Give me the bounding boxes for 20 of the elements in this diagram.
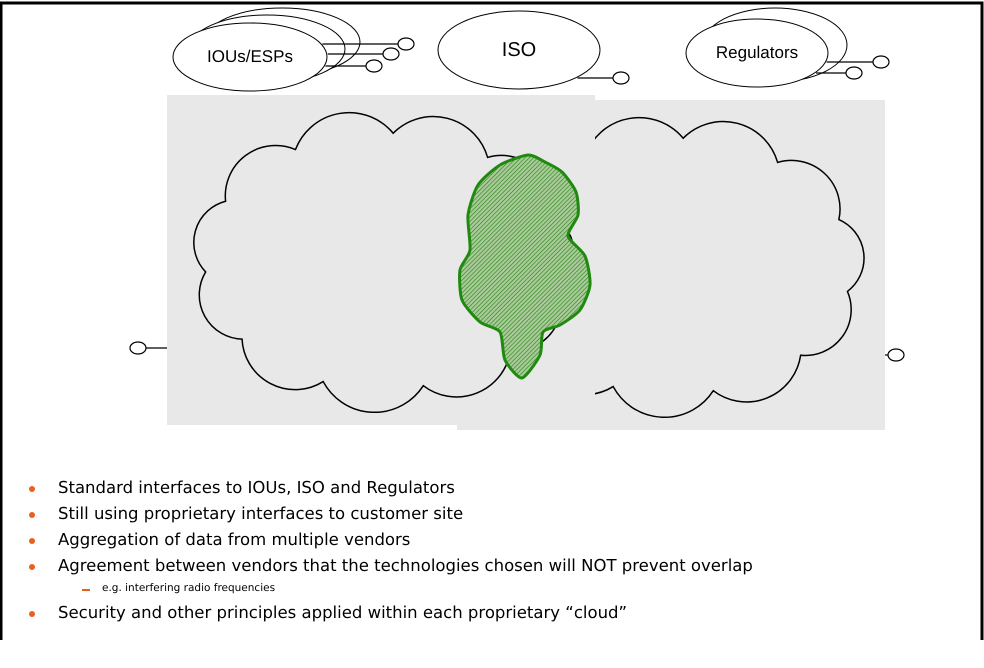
bullet-text: Security and other principles applied within each proprietary “cloud” [58,603,628,622]
bullet-text: Agreement between vendors that the technologies chosen will NOT prevent overlap [58,556,753,575]
ellipse-node [437,10,601,90]
interface-connector [328,47,400,61]
interface-connector [826,55,890,69]
interface-connector [578,71,630,85]
bullet-text: Standard interfaces to IOUs, ISO and Regulators [58,478,455,497]
node-label: IOUs/ESPs [207,47,293,67]
interface-connector [129,341,167,355]
interface-connector [885,348,905,362]
interface-connector [816,66,863,80]
bullet-text: Still using proprietary interfaces to customer site [58,504,464,523]
interface-connector [322,37,415,51]
bullet-text: e.g. interfering radio frequencies [102,582,276,594]
node-label: Regulators [716,43,798,63]
node-label: ISO [502,38,536,62]
ellipse-node [685,18,829,88]
bullet-text: Aggregation of data from multiple vendors [58,530,410,549]
interface-connector [325,59,383,73]
ellipse-node [172,22,328,92]
